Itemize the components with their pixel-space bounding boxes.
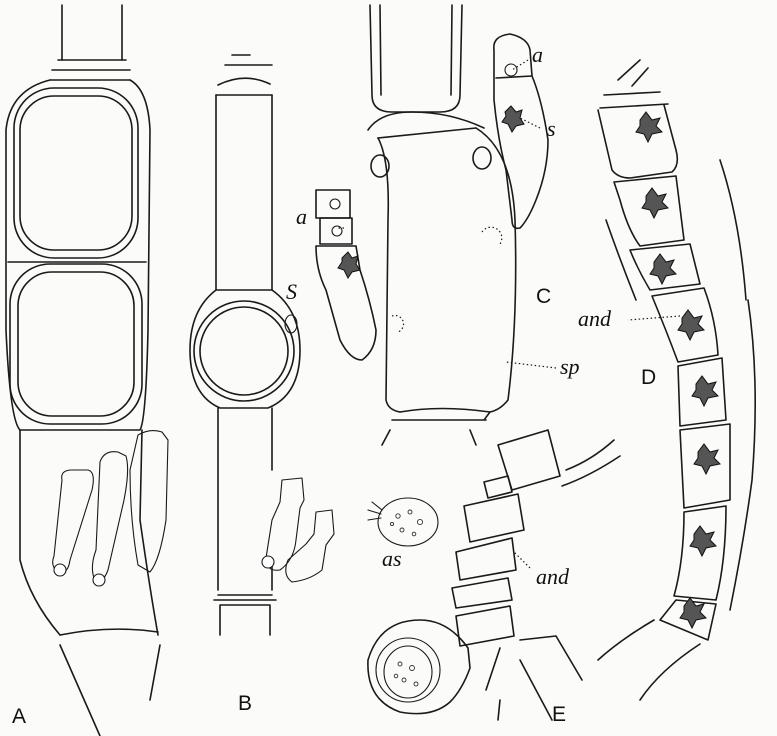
label-androspore: as: [382, 548, 402, 570]
label-antheridium-right: a: [532, 44, 543, 66]
label-supporting-cell-right: s: [547, 118, 556, 140]
label-supporting-cell-left: S: [286, 281, 297, 303]
label-spore: sp: [560, 356, 580, 378]
panel-e-oogonium: [368, 620, 470, 714]
panel-c-dwarf-male-left: [316, 190, 376, 360]
panel-a-dwarf-males: [53, 431, 168, 586]
panel-b-filament: [190, 55, 300, 635]
panel-b-dwarf-males: [262, 478, 334, 582]
label-androsporangium-e: and: [536, 566, 569, 588]
panel-d-filament: [598, 60, 755, 700]
panel-label-c: C: [536, 286, 551, 307]
panel-a-filament: [6, 5, 160, 736]
panel-label-d: D: [641, 367, 656, 388]
panel-label-e: E: [552, 704, 566, 725]
panel-label-b: B: [238, 693, 252, 714]
panel-e-androspore: [368, 498, 438, 546]
panel-label-a: A: [12, 706, 26, 727]
label-antheridium-left: a: [296, 206, 307, 228]
label-androsporangium-d: and: [578, 308, 611, 330]
